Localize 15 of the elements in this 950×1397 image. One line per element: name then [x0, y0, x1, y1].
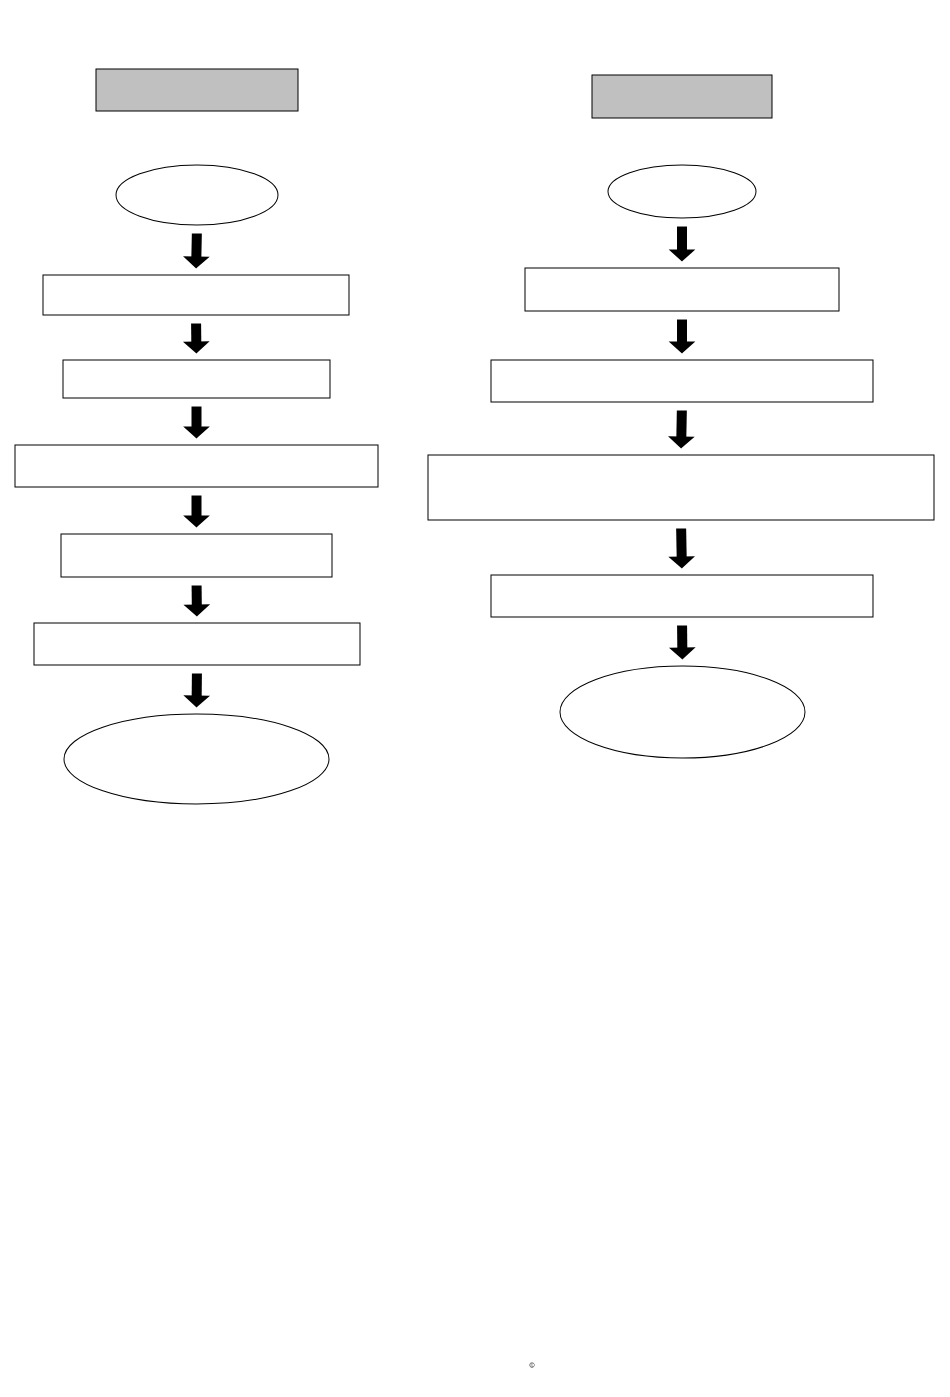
- process-box: [14, 444, 379, 488]
- process-box: [490, 359, 874, 403]
- header-box: [591, 74, 773, 119]
- terminal-ellipse: [559, 665, 806, 759]
- header-box: [95, 68, 299, 112]
- process-box: [62, 359, 331, 399]
- process-box: [524, 267, 840, 312]
- terminal-ellipse: [63, 713, 330, 805]
- process-box: [33, 622, 361, 666]
- process-box: [427, 454, 935, 521]
- process-box: [60, 533, 333, 578]
- terminal-ellipse: [115, 164, 279, 226]
- process-box: [42, 274, 350, 316]
- terminal-ellipse: [607, 164, 757, 219]
- process-box: [490, 574, 874, 618]
